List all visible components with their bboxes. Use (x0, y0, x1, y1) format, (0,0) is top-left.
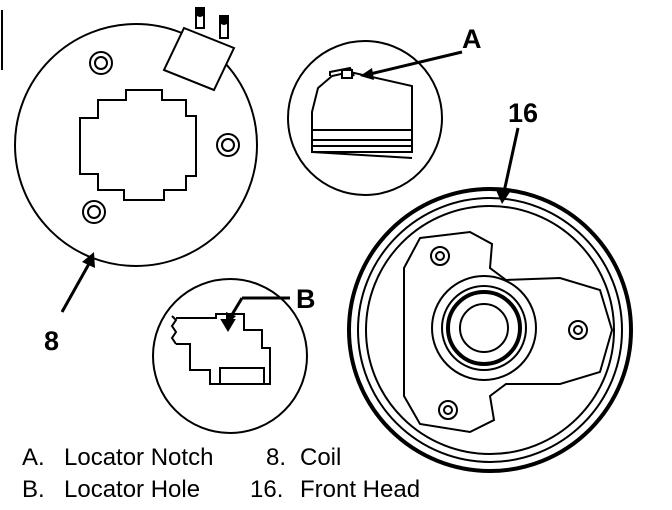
front-head-part (347, 187, 633, 473)
legend-key: B. (22, 476, 45, 503)
front-head-bolt-hole (568, 320, 588, 340)
callout-coil: 8 (44, 252, 95, 356)
callout-label-8: 8 (44, 326, 59, 356)
legend-label: Locator Notch (64, 444, 214, 471)
coil-outline (14, 23, 258, 267)
coil-spline-hole (79, 89, 197, 201)
callout-front-head: 16 (496, 98, 538, 204)
front-head-bolt-hole (438, 400, 458, 420)
front-head-plate (403, 230, 614, 434)
coil-mount-hole (82, 200, 106, 224)
callout-locator-hole: B (226, 284, 316, 326)
front-head-bolt-hole (430, 246, 450, 266)
front-head-outer-rim (347, 187, 633, 473)
coil-part (14, 23, 258, 267)
callout-label-b: B (296, 284, 316, 314)
coil-mount-hole (89, 51, 113, 75)
coil-mount-hole (216, 133, 240, 157)
detail-b (152, 278, 308, 434)
coil-connector (162, 7, 236, 92)
callout-label-16: 16 (508, 98, 538, 128)
detail-a (287, 40, 443, 196)
legend-label: Front Head (300, 476, 421, 503)
legend-label: Locator Hole (64, 476, 201, 503)
legend-label: Coil (300, 444, 342, 471)
callout-locator-notch: A (360, 24, 482, 80)
legend-key: A. (22, 444, 45, 471)
callout-label-a: A (462, 24, 482, 54)
legend-key: 16. (250, 476, 284, 503)
legend-key: 8. (266, 444, 287, 471)
